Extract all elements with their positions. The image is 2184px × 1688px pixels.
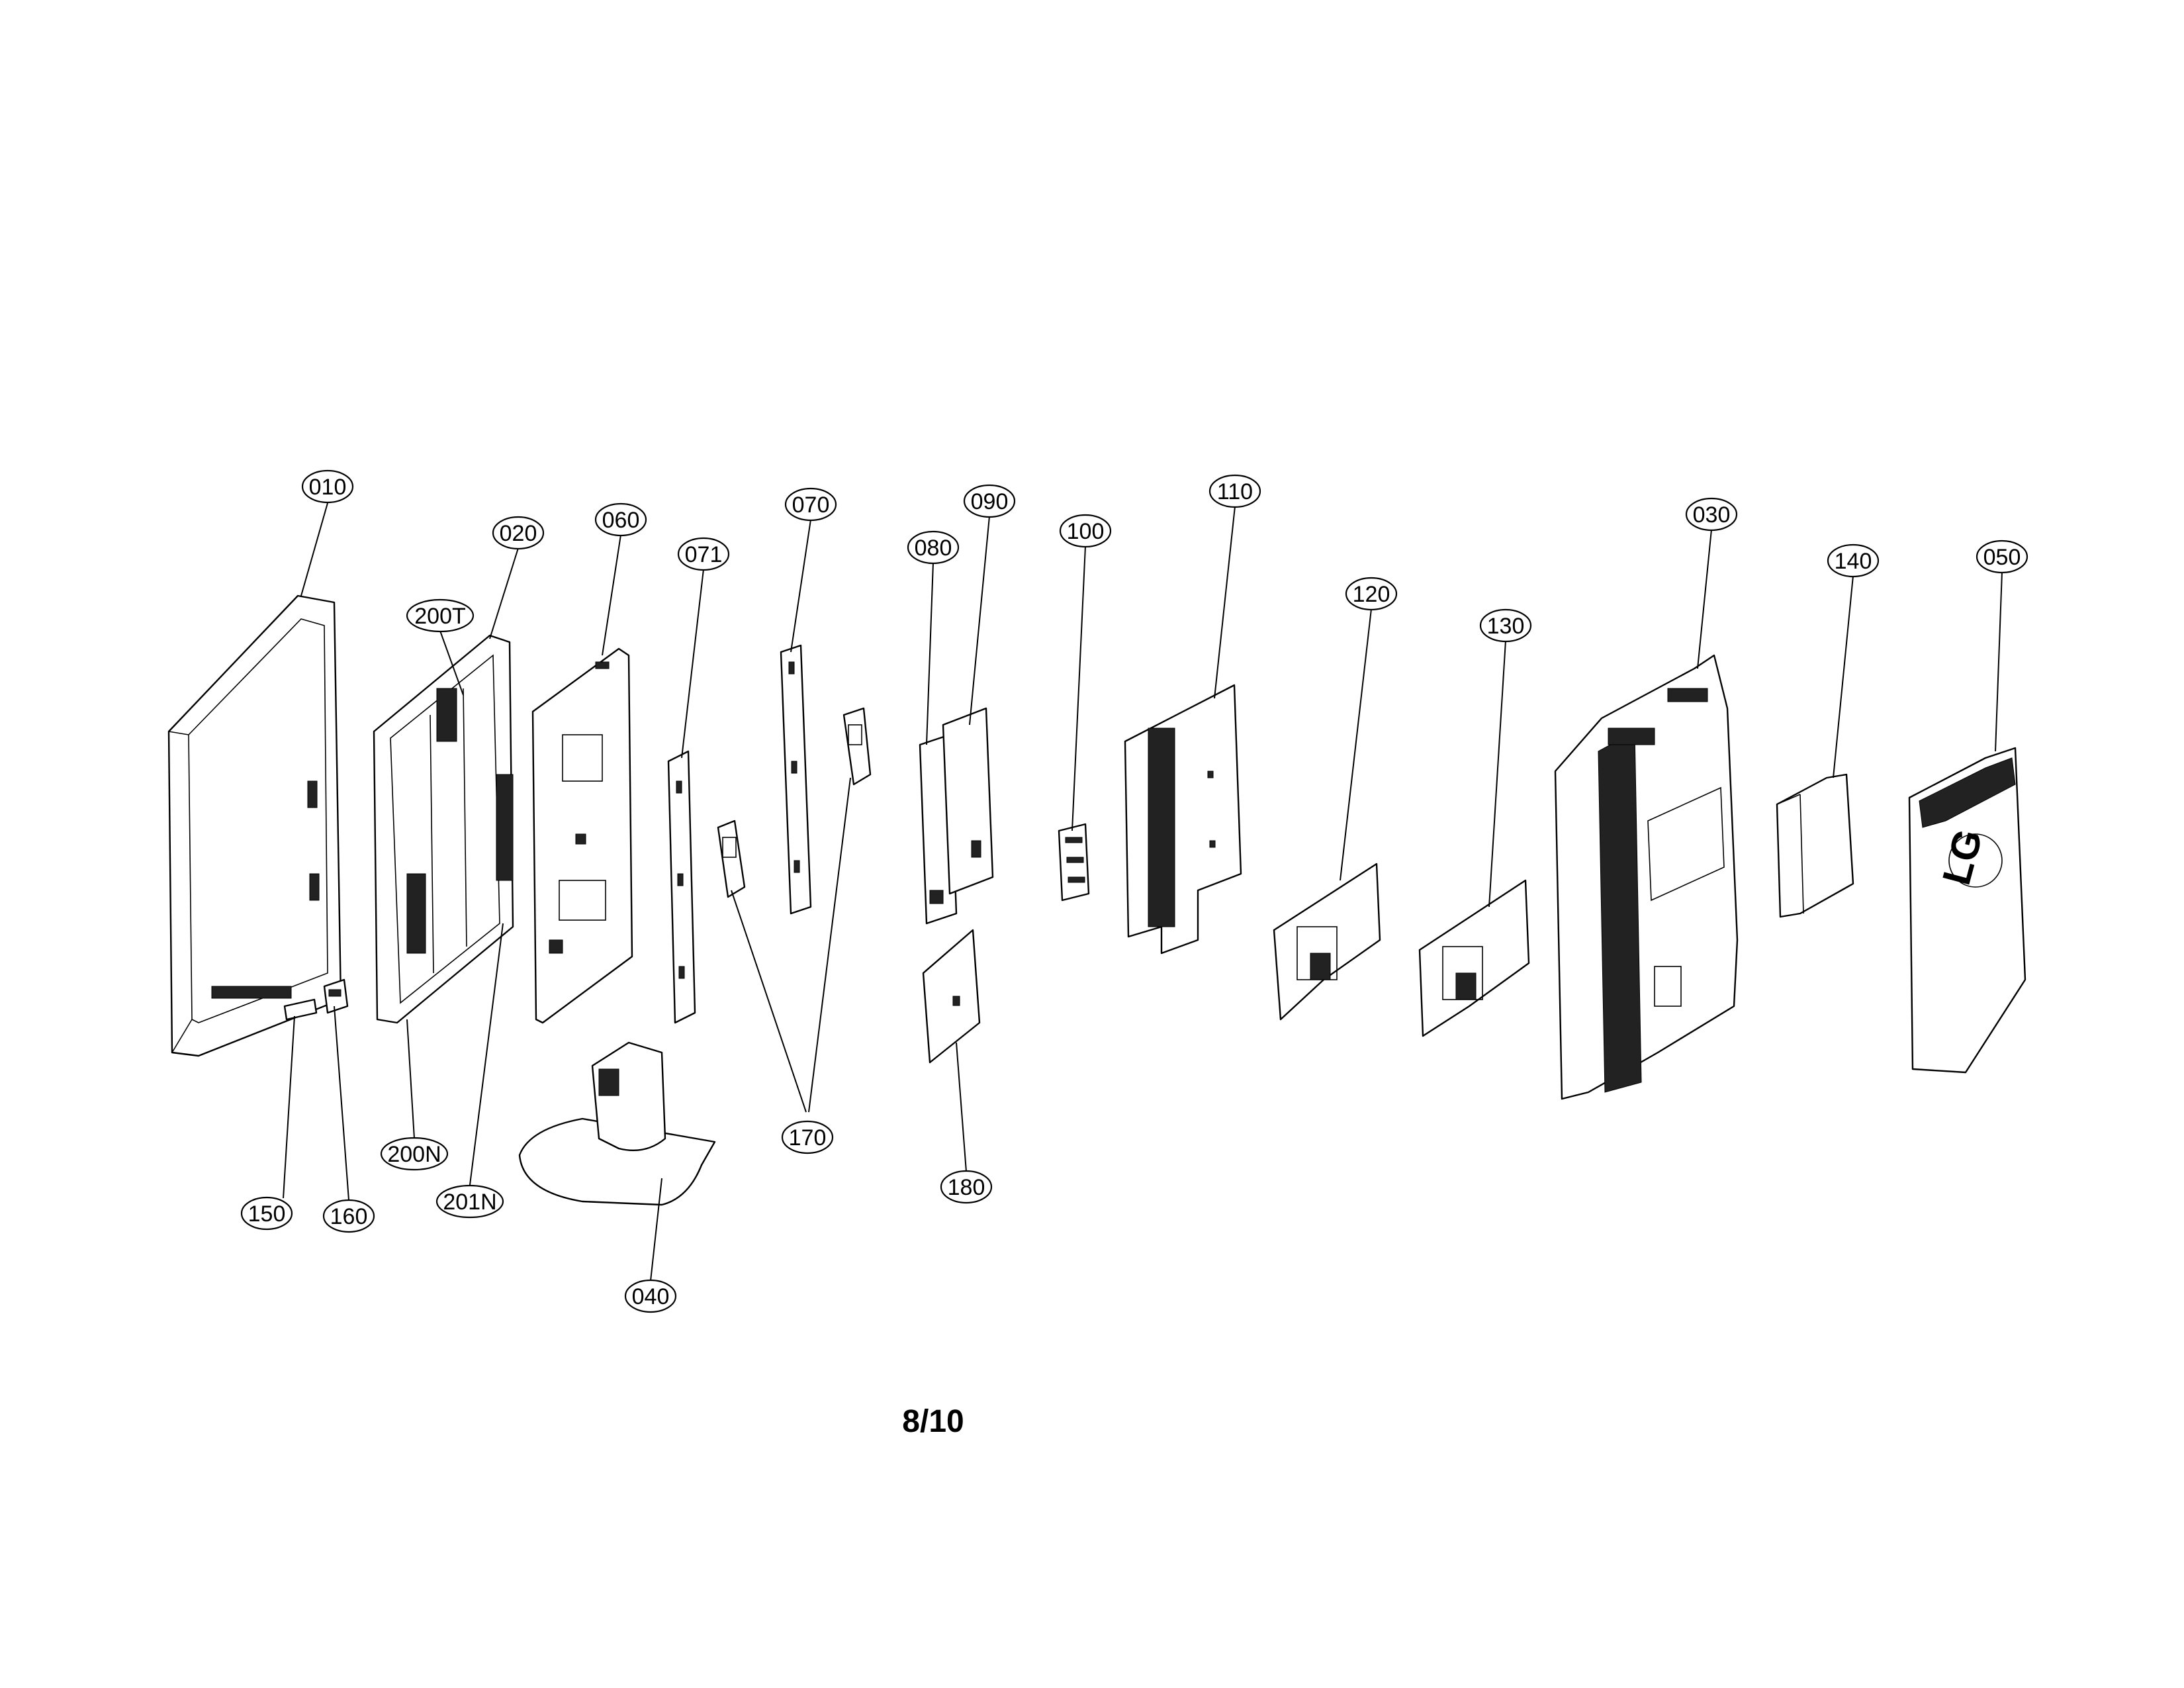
part-060-main-board	[531, 647, 633, 1024]
callout-090-label: 090	[971, 489, 1009, 514]
callout-110-label: 110	[1217, 479, 1253, 504]
callout-201N: 201N	[435, 1184, 504, 1219]
callout-120: 120	[1345, 577, 1398, 611]
callout-070: 070	[784, 487, 837, 522]
part-100-terminal	[1058, 823, 1090, 902]
callout-010: 010	[301, 469, 354, 504]
callout-030-label: 030	[1693, 502, 1731, 528]
callout-200T: 200T	[406, 598, 475, 633]
part-140-box	[1776, 773, 1854, 918]
callout-030: 030	[1685, 497, 1738, 532]
part-160-small-bracket	[323, 978, 349, 1014]
callout-020: 020	[492, 516, 545, 550]
callout-010-label: 010	[309, 475, 347, 500]
callout-200T-label: 200T	[414, 604, 466, 629]
part-110-shield	[1124, 684, 1242, 955]
callout-040: 040	[624, 1279, 677, 1313]
part-050-stand-cover: LG	[1908, 747, 2026, 1074]
callout-110: 110	[1208, 474, 1261, 508]
callout-020-label: 020	[500, 521, 537, 546]
callout-140: 140	[1827, 543, 1880, 578]
callout-170: 170	[781, 1120, 834, 1154]
callout-040-label: 040	[632, 1284, 670, 1309]
callout-080: 080	[907, 530, 960, 565]
part-170-hinge-left	[717, 820, 746, 898]
callout-140-label: 140	[1835, 549, 1872, 574]
callout-150-label: 150	[248, 1201, 286, 1227]
callout-071: 071	[677, 537, 730, 571]
part-010-front-bezel	[167, 594, 342, 1057]
part-150-small-plate	[283, 998, 318, 1021]
callout-080-label: 080	[915, 536, 952, 561]
part-070-bracket	[780, 644, 812, 915]
part-120-board	[1273, 863, 1381, 1021]
callout-160-label: 160	[330, 1204, 368, 1229]
callout-060-label: 060	[602, 508, 640, 533]
callout-130: 130	[1479, 608, 1532, 643]
callout-050: 050	[1976, 539, 2028, 574]
callout-120-label: 120	[1353, 582, 1390, 607]
callout-130-label: 130	[1487, 614, 1525, 639]
callout-100-label: 100	[1067, 519, 1105, 544]
part-170-hinge-right	[842, 707, 872, 786]
callout-150: 150	[240, 1196, 293, 1231]
callout-170-label: 170	[789, 1125, 827, 1150]
callout-180: 180	[940, 1170, 993, 1204]
callout-070-label: 070	[792, 492, 830, 518]
part-071-bracket	[667, 750, 696, 1024]
callout-180-label: 180	[948, 1175, 985, 1200]
callout-200N-label: 200N	[387, 1142, 441, 1167]
part-030-back-cover	[1554, 654, 1739, 1100]
callout-050-label: 050	[1983, 545, 2021, 570]
callout-160: 160	[322, 1199, 375, 1233]
callout-201N-label: 201N	[443, 1190, 496, 1215]
callout-200N: 200N	[380, 1137, 449, 1171]
part-130-board	[1418, 879, 1530, 1037]
callout-090: 090	[963, 484, 1016, 518]
leader-lines	[283, 502, 2003, 1282]
part-090-board	[942, 707, 994, 895]
part-020-main-frame	[373, 634, 514, 1024]
callout-100: 100	[1059, 514, 1112, 548]
callout-060: 060	[594, 502, 647, 537]
page-number: 8/10	[902, 1404, 964, 1439]
part-040-stand	[518, 1041, 716, 1206]
part-180-sheet	[922, 929, 981, 1064]
callout-071-label: 071	[685, 542, 723, 567]
